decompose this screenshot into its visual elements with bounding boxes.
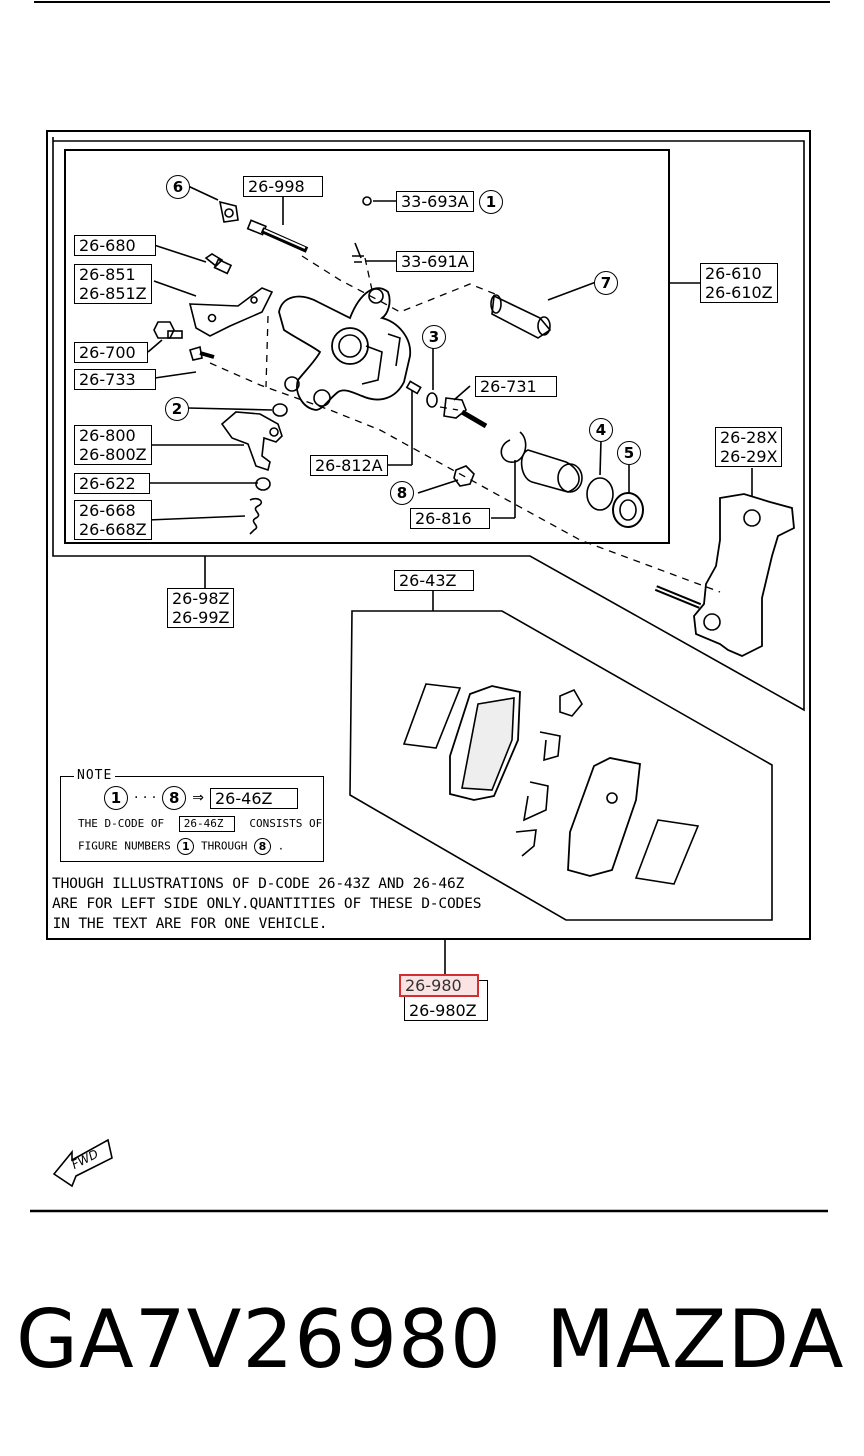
callout-4: 4 bbox=[589, 418, 613, 442]
label-line: 26-980Z bbox=[409, 1001, 477, 1020]
note-line1-pre: THE D-CODE OF bbox=[78, 817, 165, 830]
label-line: 26-731 bbox=[480, 377, 537, 396]
label-line: 26-610 bbox=[705, 264, 762, 283]
label-line: 26-622 bbox=[79, 474, 136, 493]
label-line: 26-29X bbox=[720, 447, 778, 466]
note-formula: 1 · · · 8 ⇒ 26-46Z bbox=[104, 786, 298, 810]
label-line: 26-800 bbox=[79, 426, 136, 445]
label-line: 26-851Z bbox=[79, 284, 147, 303]
note-line-1: THE D-CODE OF 26-46Z CONSISTS OF bbox=[78, 816, 322, 832]
label-26-816: 26-816 bbox=[410, 508, 490, 529]
label-33-693a: 33-693A bbox=[396, 191, 474, 212]
fwd-text: FWD bbox=[69, 1147, 100, 1172]
label-line: 26-680 bbox=[79, 236, 136, 255]
note-line2-post: . bbox=[277, 839, 285, 853]
callout-3: 3 bbox=[422, 325, 446, 349]
label-line: 33-691A bbox=[401, 252, 469, 271]
note-line-2: FIGURE NUMBERS 1 THROUGH 8 . bbox=[78, 838, 284, 855]
callout-1: 1 bbox=[479, 190, 503, 214]
disclaimer-line-2: ARE FOR LEFT SIDE ONLY.QUANTITIES OF THE… bbox=[52, 895, 482, 912]
label-26-731: 26-731 bbox=[475, 376, 557, 397]
callout-6: 6 bbox=[166, 175, 190, 199]
callout-7: 7 bbox=[594, 271, 618, 295]
label-26-998: 26-998 bbox=[243, 176, 323, 197]
note-title: NOTE bbox=[74, 768, 116, 783]
callout-8: 8 bbox=[390, 481, 414, 505]
label-line: 26-98Z bbox=[172, 589, 230, 608]
disclaimer-line-1: THOUGH ILLUSTRATIONS OF D-CODE 26-43Z AN… bbox=[52, 875, 465, 892]
label-line: 26-851 bbox=[79, 265, 136, 284]
label-line: 26-700 bbox=[79, 343, 136, 362]
label-line: 26-998 bbox=[248, 177, 305, 196]
label-line: 33-693A bbox=[401, 192, 469, 211]
note-line1-code: 26-46Z bbox=[178, 816, 235, 832]
part-number: GA7V26980 bbox=[16, 1293, 502, 1386]
label-line: 26-816 bbox=[415, 509, 472, 528]
label-33-691a: 33-691A bbox=[396, 251, 474, 272]
note-arrow: ⇒ bbox=[192, 790, 204, 806]
callout-2: 2 bbox=[165, 397, 189, 421]
label-26-680: 26-680 bbox=[74, 235, 156, 256]
label-line: 26-99Z bbox=[172, 608, 230, 627]
note-line2-pre: FIGURE NUMBERS bbox=[78, 839, 171, 853]
label-26-700: 26-700 bbox=[74, 342, 148, 363]
note-dots: · · · bbox=[134, 790, 157, 806]
label-line: 26-812A bbox=[315, 456, 383, 475]
label-26-733: 26-733 bbox=[74, 369, 156, 390]
note-line2-to: 8 bbox=[253, 838, 271, 855]
note-code-box: 26-46Z bbox=[210, 787, 298, 809]
label-26-43z: 26-43Z bbox=[394, 570, 474, 591]
label-line: 26-800Z bbox=[79, 445, 147, 464]
note-line1-post: CONSISTS OF bbox=[249, 817, 323, 830]
note-line2-from: 1 bbox=[177, 838, 195, 855]
note-line2-mid: THROUGH bbox=[200, 839, 248, 853]
callout-5: 5 bbox=[617, 441, 641, 465]
note-to-num: 8 bbox=[162, 786, 187, 810]
label-26-980-highlighted[interactable]: 26-980 bbox=[399, 974, 479, 997]
label-line: 26-733 bbox=[79, 370, 136, 389]
note-from-num: 1 bbox=[104, 786, 128, 810]
label-line: 26-610Z bbox=[705, 283, 773, 302]
label-line: 26-980 bbox=[405, 976, 462, 995]
brand-name: MAZDA bbox=[546, 1293, 845, 1386]
label-line: 26-668 bbox=[79, 501, 136, 520]
label-line: 26-43Z bbox=[399, 571, 457, 590]
note-box bbox=[60, 776, 324, 862]
label-line: 26-28X bbox=[720, 428, 778, 447]
label-line: 26-668Z bbox=[79, 520, 147, 539]
label-26-622: 26-622 bbox=[74, 473, 150, 494]
disclaimer-line-3: IN THE TEXT ARE FOR ONE VEHICLE. bbox=[44, 915, 328, 932]
label-26-812a: 26-812A bbox=[310, 455, 388, 476]
